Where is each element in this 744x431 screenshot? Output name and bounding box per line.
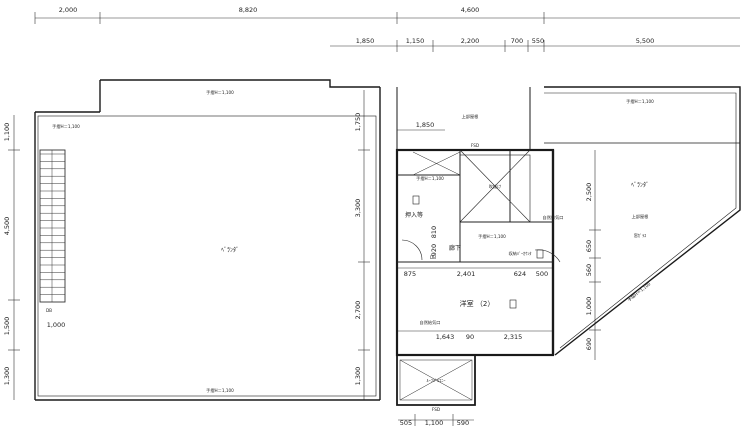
dim-left-4500: 4,500 bbox=[3, 217, 11, 236]
dim-2200: 2,200 bbox=[461, 37, 480, 45]
room-glass-note: 窓ｶﾞﾗｽ bbox=[634, 232, 647, 239]
room-labels: ﾍﾞﾗﾝﾀﾞ ﾍﾞﾗﾝﾀﾞ 上部屋根 窓ｶﾞﾗｽ 押入等 廊下 洋室 （2） ﾙ… bbox=[221, 182, 649, 384]
room-western-2: 洋室 （2） bbox=[460, 299, 495, 308]
dim-700: 700 bbox=[511, 37, 523, 45]
dim-1000: 1,000 bbox=[585, 297, 593, 316]
dim-2500: 2,500 bbox=[585, 183, 593, 202]
dim-810: 810 bbox=[430, 226, 438, 238]
dim-1643: 1,643 bbox=[436, 333, 455, 341]
dim-560: 560 bbox=[585, 264, 593, 276]
dim-690: 690 bbox=[585, 338, 593, 350]
note-handrail-core: 手摺H＝1,100 bbox=[416, 175, 444, 182]
dim-920: 920 bbox=[430, 244, 438, 256]
fixture-symbol bbox=[536, 249, 544, 259]
dim-top-8820: 8,820 bbox=[239, 6, 258, 14]
room-roof-note: 上部屋根 bbox=[632, 213, 650, 220]
dim-1850: 1,850 bbox=[356, 37, 375, 45]
symbols bbox=[412, 195, 544, 309]
dimension-lines bbox=[8, 12, 740, 426]
note-handrail-diag: 手摺H＝1,100 bbox=[626, 280, 652, 303]
room-skylight: 吹抜け bbox=[489, 183, 502, 190]
dim-550: 550 bbox=[532, 37, 544, 45]
note-roof-above: 上部屋根 bbox=[462, 113, 480, 120]
dim-top-2000: 2,000 bbox=[59, 6, 78, 14]
dim-90: 90 bbox=[466, 333, 474, 341]
note-vent-intake: 自然給気口 bbox=[420, 319, 441, 326]
dim-500: 500 bbox=[536, 270, 548, 278]
dim-590: 590 bbox=[457, 419, 469, 427]
dim-2401: 2,401 bbox=[457, 270, 476, 278]
dim-top-4600: 4,600 bbox=[461, 6, 480, 14]
dim-1150: 1,150 bbox=[406, 37, 425, 45]
note-handrail-right: 手摺H＝1,100 bbox=[626, 98, 654, 105]
note-db-stair: DB bbox=[46, 308, 52, 313]
room-hallway: 廊下 bbox=[449, 244, 461, 252]
note-fsd-bottom: FSD bbox=[432, 407, 440, 412]
note-handrail-left: 手摺H＝1,100 bbox=[52, 123, 80, 130]
dim-stair-1000: 1,000 bbox=[47, 321, 66, 329]
dim-505: 505 bbox=[400, 419, 412, 427]
note-handrail-bottom: 手摺H＝1,100 bbox=[206, 387, 234, 394]
dim-left-1500: 1,500 bbox=[3, 317, 11, 336]
dim-mid-3300: 3,300 bbox=[354, 199, 362, 218]
dim-650: 650 bbox=[585, 240, 593, 252]
dim-left-1100: 1,100 bbox=[3, 123, 11, 142]
room-balcony-main: ﾍﾞﾗﾝﾀﾞ bbox=[221, 247, 239, 254]
partitions bbox=[397, 149, 561, 401]
dim-mid-1750: 1,750 bbox=[354, 113, 362, 132]
fixture-symbol bbox=[412, 195, 420, 205]
room-closet: 押入等 bbox=[405, 211, 423, 219]
dim-inner-1850: 1,850 bbox=[416, 121, 435, 129]
dim-left-1300: 1,300 bbox=[3, 367, 11, 386]
dim-mid-1300: 1,300 bbox=[354, 367, 362, 386]
note-vent-exhaust: 自然排気口 bbox=[543, 214, 564, 221]
dim-624: 624 bbox=[514, 270, 526, 278]
dim-1100: 1,100 bbox=[425, 419, 444, 427]
dim-2315: 2,315 bbox=[504, 333, 523, 341]
note-handrail-hall: 手摺H＝1,100 bbox=[478, 233, 506, 240]
room-balcony-right: ﾍﾞﾗﾝﾀﾞ bbox=[631, 182, 649, 189]
dimension-labels: 2,000 8,820 4,600 1,850 1,150 2,200 700 … bbox=[3, 6, 654, 427]
room-roof-balcony: ﾙｰﾌﾊﾞﾙｺﾆｰ bbox=[427, 378, 446, 384]
note-fsd: FSD bbox=[471, 143, 479, 148]
walls bbox=[34, 79, 741, 406]
note-db: DB bbox=[430, 255, 436, 260]
room-counter: 収納ﾊﾞｰｶｳﾝﾀ bbox=[508, 250, 531, 257]
dim-875: 875 bbox=[404, 270, 416, 278]
staircase bbox=[39, 149, 66, 303]
dim-mid-2700: 2,700 bbox=[354, 301, 362, 320]
fixture-symbol bbox=[509, 299, 517, 309]
dim-5500: 5,500 bbox=[636, 37, 655, 45]
note-handrail-top: 手摺H＝1,100 bbox=[206, 89, 234, 96]
annotations: 手摺H＝1,100 手摺H＝1,100 手摺H＝1,100 上部屋根 手摺H＝1… bbox=[46, 89, 654, 412]
